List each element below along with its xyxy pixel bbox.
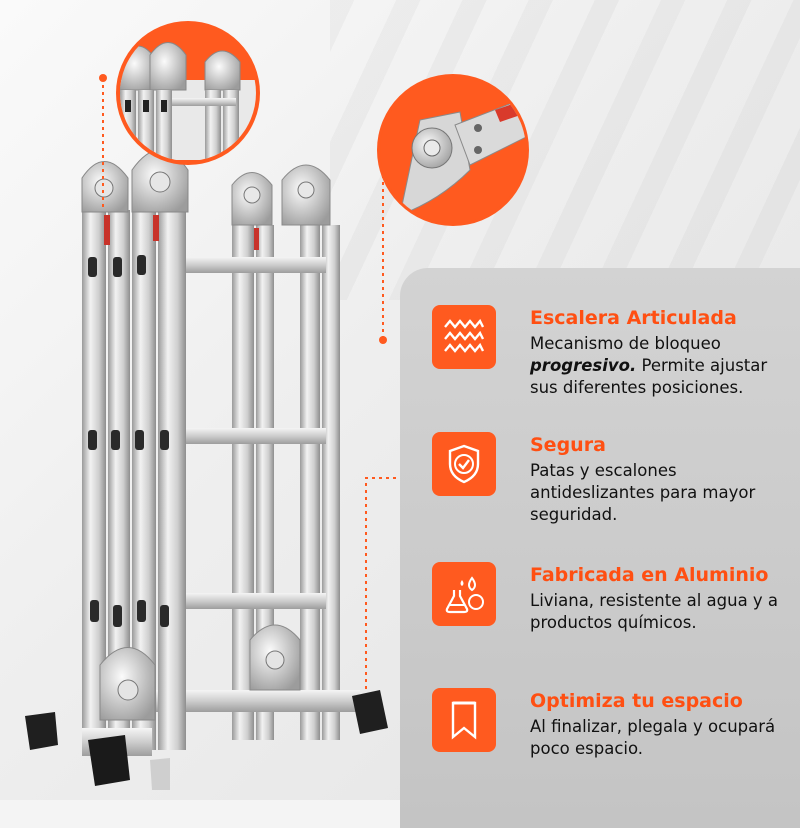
ladder-front-hinges: [81, 149, 189, 245]
feature-aluminum: Fabricada en Aluminio Liviana, resistent…: [432, 562, 792, 682]
ladder-illustration: [25, 21, 529, 790]
ladder-front-rails: [82, 210, 186, 750]
feature-title: Fabricada en Aluminio: [530, 564, 769, 586]
flask-drops-icon: [445, 576, 484, 614]
feature-title: Escalera Articulada: [530, 307, 737, 329]
feature-title: Optimiza tu espacio: [530, 690, 743, 712]
feature-description-rest: Permite ajustar sus diferentes posicione…: [530, 356, 768, 397]
feature-description: Al finalizar, plegala y ocupará poco esp…: [530, 717, 776, 758]
wave-spring-icon: [444, 318, 485, 353]
ladder-rungs: [150, 257, 360, 712]
feature-description: Mecanismo de bloqueo progresivo. Permite …: [530, 333, 800, 399]
folded-ribbon-icon: [451, 701, 477, 740]
rail-slots: [88, 255, 169, 627]
ladder-back-rails: [232, 225, 340, 740]
ladder-back-hinges: [231, 164, 331, 691]
feature-articulated: Escalera Articulada Mecanismo de bloqueo…: [432, 305, 792, 425]
feature-safe: Segura Patas y escalones antideslizantes…: [432, 432, 792, 552]
connector-dot: [379, 336, 387, 344]
connector-dot: [99, 74, 107, 82]
feature-description-line: Mecanismo de bloqueo: [530, 334, 721, 353]
feature-icon-box: [432, 305, 496, 369]
callout-connectors: [102, 78, 410, 690]
feature-icon-box: [432, 562, 496, 626]
feature-description-emphasis: progresivo.: [530, 356, 637, 375]
feature-description: Patas y escalones antideslizantes para m…: [530, 461, 756, 524]
shield-check-icon: [448, 444, 480, 484]
ladder-bottom: [25, 647, 388, 790]
feature-icon-box: [432, 688, 496, 752]
zoom-callout-right: [377, 74, 529, 226]
feature-title: Segura: [530, 434, 606, 456]
zoom-callout-top: [116, 21, 260, 165]
feature-icon-box: [432, 432, 496, 496]
feature-description: Liviana, resistente al agua y a producto…: [530, 591, 779, 632]
feature-space-saving: Optimiza tu espacio Al finalizar, plegal…: [432, 688, 792, 808]
